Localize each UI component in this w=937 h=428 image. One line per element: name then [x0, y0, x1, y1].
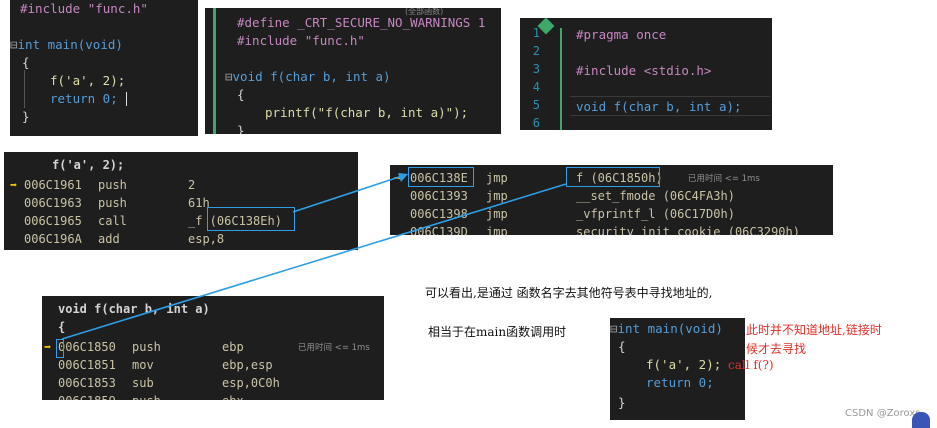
change-bar [213, 8, 216, 134]
code-line-pragma: #pragma once [576, 27, 667, 42]
disasm-opcode: push [132, 392, 161, 400]
code-line-return: return 0; [646, 375, 714, 390]
disasm-source-brace: { [58, 320, 66, 334]
instruction-pointer-arrow-icon: ➡ [44, 340, 52, 354]
code-line-define: #define _CRT_SECURE_NO_WARNINGS 1 [237, 15, 486, 30]
disasm-opcode: add [98, 232, 120, 246]
elapsed-time-hint: 已用时间 <= 1ms [688, 174, 760, 184]
disasm-operand: security_init_cookie (06C3290h) [576, 225, 800, 235]
disasm-address: 006C1859 [58, 392, 116, 400]
code-line-open-brace: { [618, 339, 626, 354]
avatar [912, 412, 930, 428]
line-number: 6 [532, 116, 540, 130]
disasm-operand: _vfprintf_l (06C17D0h) [576, 207, 735, 221]
code-line-return: return 0; [50, 91, 118, 106]
line-number: 2 [532, 44, 540, 58]
disasm-panel-function-f: void f(char b, int a) { ➡ 006C1850 push … [42, 296, 384, 400]
highlight-box-call-target [207, 207, 295, 231]
code-line-close-brace: } [237, 123, 245, 134]
instruction-pointer-arrow-icon: ➡ [10, 178, 18, 192]
disasm-operand: __set_fmode (06C4FA3h) [576, 189, 735, 203]
disasm-operand: ebx [222, 392, 244, 400]
source-panel-main: #include "func.h" ⊟int main(void) { f('a… [10, 0, 198, 136]
disasm-operand: esp,0C0h [222, 376, 280, 390]
disasm-opcode: push [132, 340, 161, 354]
source-panel-func-h: 1 2 3 4 5 6 #pragma once #include <stdio… [520, 18, 772, 130]
source-panel-func-c: (全部函数) #define _CRT_SECURE_NO_WARNINGS 1… [205, 8, 501, 134]
code-line-f-declaration: void f(char b, int a); [576, 99, 742, 114]
disasm-address: 006C1398 [410, 207, 468, 221]
disasm-address: 006C138E [410, 171, 468, 185]
highlight-box-jmp-target [566, 167, 660, 187]
disasm-operand: f (06C1850h) [576, 171, 663, 185]
disasm-address: 006C1961 [24, 178, 82, 192]
line-number: 1 [532, 26, 540, 40]
pencil-icon [537, 18, 555, 35]
disasm-panel-call-site: f('a', 2); ➡ 006C1961 push 2 006C1963 pu… [4, 152, 358, 250]
disasm-opcode: call [98, 214, 127, 228]
disasm-opcode: jmp [486, 207, 508, 221]
instruction-pointer-arrow-icon: ➡ [394, 171, 402, 185]
line-number: 5 [532, 98, 540, 112]
disasm-opcode: mov [132, 358, 154, 372]
disasm-opcode: jmp [486, 189, 508, 203]
disasm-source-line: f('a', 2); [52, 158, 125, 172]
disasm-operand: ebp [222, 340, 244, 354]
elapsed-time-hint: 已用时间 <= 1ms [298, 343, 370, 353]
annotation-link-time: 候才去寻找 [746, 342, 807, 356]
disasm-address: 006C1850 [58, 340, 116, 354]
collapse-icon[interactable]: ⊟ [610, 321, 618, 336]
annotation-call-placeholder: call f(?) [728, 358, 774, 372]
disasm-address: 006C1853 [58, 376, 116, 390]
code-line-call-f: f('a', 2); [646, 357, 722, 372]
disasm-address: 006C1963 [24, 196, 82, 210]
disasm-opcode: push [98, 196, 127, 210]
code-line-include-stdio: #include <stdio.h> [576, 63, 712, 78]
highlight-box-f-entry [56, 339, 64, 358]
source-panel-main-small: ⊟int main(void) { f('a', 2); return 0; } [610, 318, 745, 420]
text-cursor [126, 92, 127, 106]
line-number: 3 [532, 62, 540, 76]
code-line-close-brace: } [618, 395, 626, 410]
disasm-opcode: jmp [486, 225, 508, 235]
disasm-operand: 2 [188, 178, 196, 192]
code-line-printf: printf("f(char b, int a)"); [265, 105, 469, 120]
code-line-main-signature: int main(void) [617, 321, 723, 336]
disasm-address: 006C1965 [24, 214, 82, 228]
disasm-address: 006C1851 [58, 358, 116, 372]
code-line-open-brace: { [22, 55, 30, 70]
collapse-icon[interactable]: ⊟ [225, 69, 233, 84]
code-line-open-brace: { [237, 87, 245, 102]
disasm-operand: esp,8 [188, 232, 225, 246]
code-line-include: #include "func.h" [20, 1, 148, 16]
highlight-box-jmp-address [408, 167, 474, 187]
annotation-address-unknown: 此时并不知道地址,链接时 [746, 323, 882, 337]
disasm-opcode: push [98, 178, 127, 192]
disasm-source-line: void f(char b, int a) [58, 302, 210, 316]
disasm-opcode: jmp [486, 171, 508, 185]
code-line-main-signature: int main(void) [17, 37, 123, 52]
disasm-address: 006C139D [410, 225, 468, 235]
scope-label: (全部函数) [405, 8, 444, 16]
disasm-address: 006C196A [24, 232, 82, 246]
current-line-highlight [570, 96, 770, 116]
code-line-close-brace: } [22, 109, 30, 124]
change-bar [560, 28, 562, 130]
code-line-call-f: f('a', 2); [50, 73, 126, 88]
code-line-include: #include "func.h" [237, 33, 365, 48]
disasm-operand: ebp,esp [222, 358, 273, 372]
line-number: 4 [532, 80, 540, 94]
code-line-f-signature: void f(char b, int a) [232, 69, 391, 84]
collapse-icon[interactable]: ⊟ [10, 37, 18, 52]
watermark: CSDN @Zoroxs [845, 408, 921, 419]
explanation-note-main-call: 相当于在main函数调用时 [428, 325, 567, 339]
disasm-address: 006C1393 [410, 189, 468, 203]
disasm-opcode: sub [132, 376, 154, 390]
explanation-note: 可以看出,是通过 函数名字去其他符号表中寻找地址的, [425, 286, 713, 300]
